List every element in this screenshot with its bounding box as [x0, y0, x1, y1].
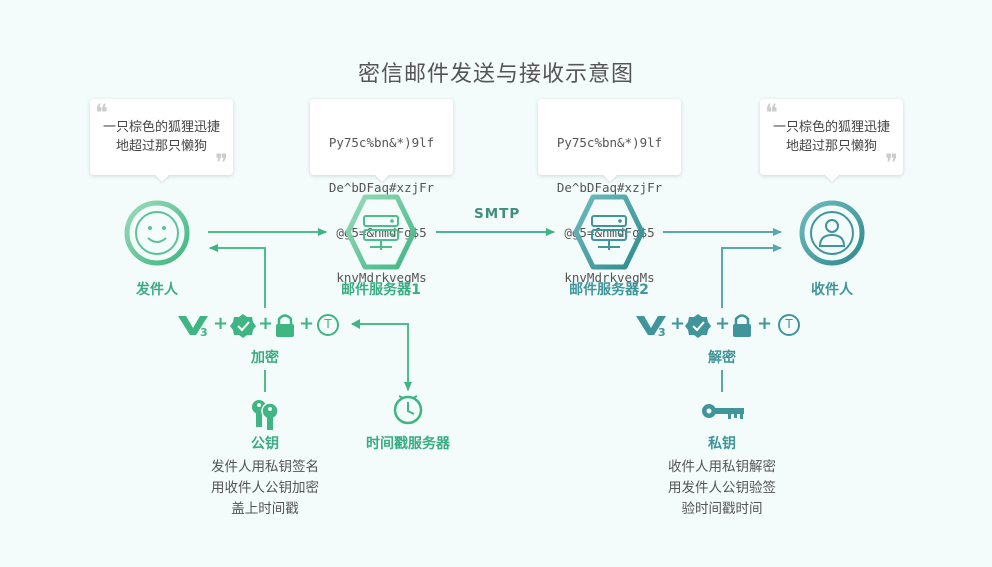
v3-subscript: 3	[200, 326, 208, 339]
sender-message-bubble: ❝ 一只棕色的狐狸迅捷 地超过那只懒狗 ❞	[90, 99, 233, 175]
server1-cipher-bubble: Py75c%bn&*)9lf De^bDFaq#xzjFr @g5=&nmdFg…	[310, 99, 453, 285]
receiver-icon	[799, 200, 865, 266]
decrypt-description: 收件人用私钥解密 用发件人公钥验签 验时间戳时间	[627, 457, 817, 520]
plus-sign: +	[715, 313, 731, 334]
close-quote-icon: ❞	[885, 149, 898, 177]
server2-cipher-bubble: Py75c%bn&*)9lf De^bDFaq#xzjFr @g5=&nmdFg…	[538, 99, 681, 285]
decrypt-icons	[636, 314, 800, 338]
server1-icon	[345, 194, 417, 270]
timestamp-server-label: 时间戳服务器	[366, 436, 450, 452]
public-key-icon	[252, 400, 279, 430]
cipher-line: knvMdrkvegMs	[564, 270, 655, 285]
plus-sign: +	[213, 313, 229, 334]
timestamp-t-icon	[778, 314, 800, 336]
cipher-line: De^bDFaq#xzjFr	[328, 180, 435, 195]
sender-icon	[124, 200, 190, 266]
desc-line: 盖上时间戳	[231, 501, 299, 517]
v3-icon	[636, 316, 666, 335]
plus-sign: +	[299, 313, 315, 334]
cipher-line: De^bDFaq#xzjFr	[556, 180, 663, 195]
decrypt-arrow	[721, 244, 782, 308]
v3-icon	[178, 316, 208, 335]
desc-line: 收件人用私钥解密	[668, 459, 776, 475]
t-letter: T	[785, 317, 793, 331]
cipher-line: Py75c%bn&*)9lf	[328, 135, 435, 150]
smtp-label: SMTP	[474, 206, 521, 222]
open-quote-icon: ❝	[765, 99, 778, 127]
desc-line: 用发件人公钥验签	[668, 480, 776, 496]
private-key-label: 私钥	[708, 436, 736, 452]
encrypt-label: 加密	[251, 350, 279, 366]
verified-badge-icon	[230, 314, 256, 338]
receiver-label: 收件人	[811, 282, 853, 298]
lock-icon	[276, 324, 294, 337]
v3-subscript: 3	[658, 326, 666, 339]
receiver-message-line1: 一只棕色的狐狸迅捷	[772, 120, 890, 135]
cipher-line: knvMdrkvegMs	[336, 270, 427, 285]
cipher-line: Py75c%bn&*)9lf	[556, 135, 663, 150]
sender-message-line2: 地超过那只懒狗	[115, 139, 207, 154]
server1-label: 邮件服务器1	[341, 282, 421, 298]
timestamp-connector	[352, 323, 412, 391]
encrypt-arrow	[209, 244, 266, 308]
close-quote-icon: ❞	[215, 149, 228, 177]
page-title: 密信邮件发送与接收示意图	[357, 62, 634, 87]
server2-icon	[573, 194, 645, 270]
plus-sign: +	[670, 313, 686, 334]
sender-message-line1: 一只棕色的狐狸迅捷	[102, 120, 220, 135]
plus-sign: +	[757, 313, 773, 334]
receiver-message-line2: 地超过那只懒狗	[785, 139, 877, 154]
desc-line: 用收件人公钥加密	[211, 480, 319, 496]
timestamp-t-icon	[317, 314, 339, 336]
private-key-icon	[702, 404, 744, 419]
desc-line: 验时间戳时间	[681, 501, 763, 517]
lock-icon	[733, 324, 751, 337]
cipher-line: @g5=&nmdFg$5	[564, 225, 655, 240]
public-key-label: 公钥	[251, 436, 279, 452]
t-letter: T	[324, 317, 332, 331]
receiver-message-bubble: ❝ 一只棕色的狐狸迅捷 地超过那只懒狗 ❞	[760, 99, 903, 175]
cipher-line: @g5=&nmdFg$5	[336, 225, 427, 240]
encrypt-description: 发件人用私钥签名 用收件人公钥加密 盖上时间戳	[170, 457, 360, 520]
server2-label: 邮件服务器2	[569, 282, 649, 298]
encrypt-icons	[178, 314, 339, 338]
verified-badge-icon	[685, 314, 711, 338]
clock-icon	[393, 395, 423, 425]
open-quote-icon: ❝	[95, 99, 108, 127]
arrow-head	[351, 319, 360, 329]
plus-sign: +	[258, 313, 274, 334]
desc-line: 发件人用私钥签名	[211, 459, 319, 475]
sender-label: 发件人	[136, 282, 178, 298]
decrypt-label: 解密	[708, 350, 736, 366]
